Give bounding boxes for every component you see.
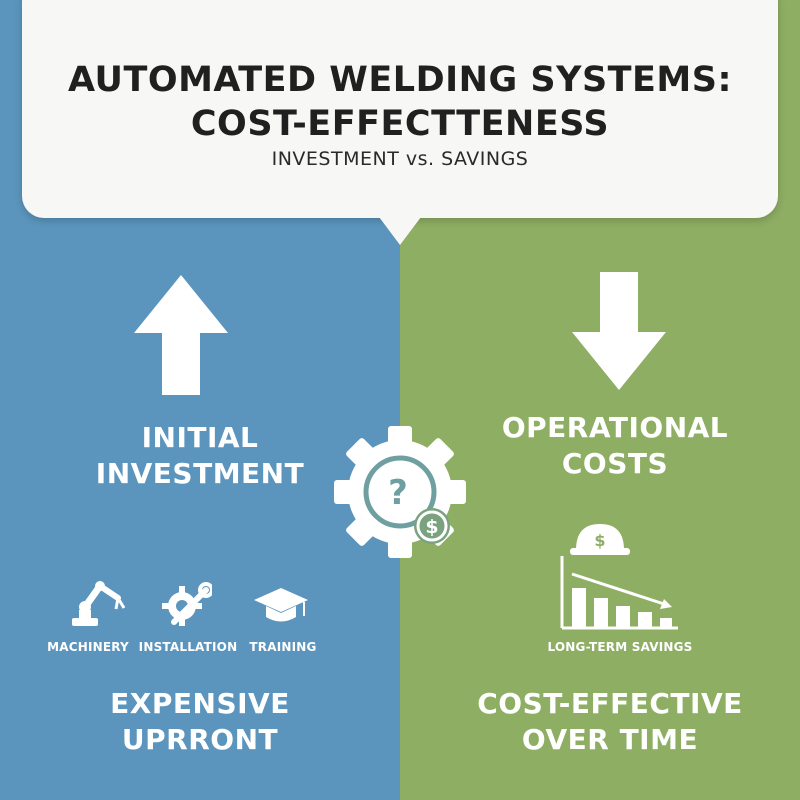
title-line-2: COST-EFFECTTENESS bbox=[190, 104, 610, 144]
heading-line-1: INITIAL bbox=[141, 421, 259, 454]
initial-investment-heading: INITIAL INVESTMENT bbox=[40, 420, 360, 492]
question-mark-symbol: ? bbox=[388, 473, 408, 513]
machinery-label: MACHINERY bbox=[47, 640, 129, 654]
footer-line-2: UPRRONT bbox=[121, 723, 279, 756]
robot-arm-icon bbox=[72, 581, 126, 626]
installation-label: INSTALLATION bbox=[138, 640, 238, 654]
title-line-1: AUTOMATED WELDING SYSTEMS: bbox=[68, 60, 732, 100]
training-label: TRAINING bbox=[249, 640, 317, 654]
gear-wrench-icon bbox=[162, 582, 212, 626]
heading-line-1: OPERATIONAL bbox=[501, 411, 729, 444]
footer-line-2: OVER TIME bbox=[521, 723, 699, 756]
declining-bar-chart-icon bbox=[560, 556, 678, 630]
heading-line-2: INVESTMENT bbox=[95, 457, 305, 490]
footer-line-1: COST-EFFECTIVE bbox=[477, 687, 743, 720]
arrow-down-icon bbox=[572, 272, 666, 390]
graduation-cap-icon bbox=[254, 588, 308, 622]
footer-line-1: EXPENSIVE bbox=[110, 687, 290, 720]
arrow-up-icon bbox=[134, 275, 228, 395]
heading-line-2: COSTS bbox=[561, 447, 669, 480]
dollar-symbol: $ bbox=[425, 516, 438, 538]
hard-hat-dollar-symbol: $ bbox=[594, 531, 605, 550]
gear-question-dollar-icon: ? $ bbox=[334, 426, 466, 558]
cost-effective-label: COST-EFFECTIVE OVER TIME bbox=[440, 686, 780, 758]
page-title: AUTOMATED WELDING SYSTEMS: COST-EFFECTTE… bbox=[22, 58, 778, 146]
hard-hat-dollar-icon: $ bbox=[570, 524, 630, 555]
expensive-upfront-label: EXPENSIVE UPRRONT bbox=[40, 686, 360, 758]
long-term-savings-label: LONG-TERM SAVINGS bbox=[547, 640, 693, 654]
header-banner bbox=[22, 0, 778, 218]
page-subtitle: INVESTMENT vs. SAVINGS bbox=[271, 148, 529, 170]
operational-costs-heading: OPERATIONAL COSTS bbox=[460, 410, 770, 482]
